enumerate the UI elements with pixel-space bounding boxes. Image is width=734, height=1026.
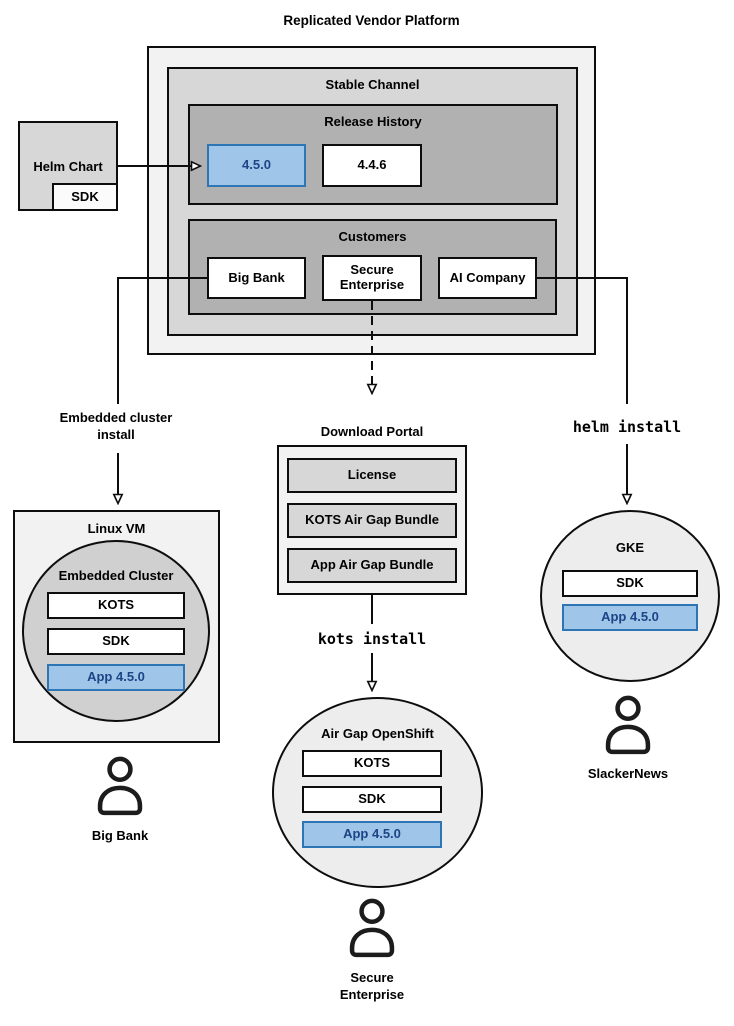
- secure-enterprise-user-label: Secure Enterprise: [339, 970, 405, 1002]
- slackernews-user-label: SlackerNews: [587, 766, 669, 781]
- vm-sdk-box: SDK: [47, 628, 185, 655]
- portal-item-kots-airgap-bundle: KOTS Air Gap Bundle: [287, 503, 457, 538]
- vm-app-box: App 4.5.0: [47, 664, 185, 691]
- big-bank-user-icon: [91, 755, 149, 819]
- portal-item-app-airgap-bundle: App Air Gap Bundle: [287, 548, 457, 583]
- air-gap-openshift-label: Air Gap OpenShift: [321, 726, 434, 741]
- vm-kots-box: KOTS: [47, 592, 185, 619]
- download-portal-label: Download Portal: [320, 424, 424, 439]
- customers-label: Customers: [338, 229, 407, 244]
- portal-item-license: License: [287, 458, 457, 493]
- stable-channel-label: Stable Channel: [325, 77, 420, 92]
- release-4-5-0: 4.5.0: [207, 144, 306, 187]
- helm-install-label: helm install: [572, 418, 682, 436]
- embedded-install-label: Embedded cluster install: [59, 410, 173, 442]
- secure-enterprise-user-icon: [343, 897, 401, 961]
- helm-chart-sdk-box: SDK: [52, 183, 118, 211]
- gke-app-box: App 4.5.0: [562, 604, 698, 631]
- gke-label: GKE: [615, 540, 645, 555]
- kots-install-label: kots install: [317, 630, 427, 648]
- linux-vm-label: Linux VM: [87, 521, 146, 536]
- customer-big-bank: Big Bank: [207, 257, 306, 299]
- openshift-sdk-box: SDK: [302, 786, 442, 813]
- customer-secure-enterprise: Secure Enterprise: [322, 255, 422, 301]
- release-4-4-6: 4.4.6: [322, 144, 422, 187]
- gke-sdk-box: SDK: [562, 570, 698, 597]
- openshift-kots-box: KOTS: [302, 750, 442, 777]
- release-history-label: Release History: [324, 114, 422, 129]
- helm-chart-label: Helm Chart: [33, 159, 103, 174]
- diagram-title: Replicated Vendor Platform: [283, 13, 460, 28]
- embedded-cluster-label: Embedded Cluster: [58, 568, 174, 583]
- customer-ai-company: AI Company: [438, 257, 537, 299]
- slackernews-user-icon: [599, 694, 657, 758]
- openshift-app-box: App 4.5.0: [302, 821, 442, 848]
- big-bank-user-label: Big Bank: [91, 828, 149, 843]
